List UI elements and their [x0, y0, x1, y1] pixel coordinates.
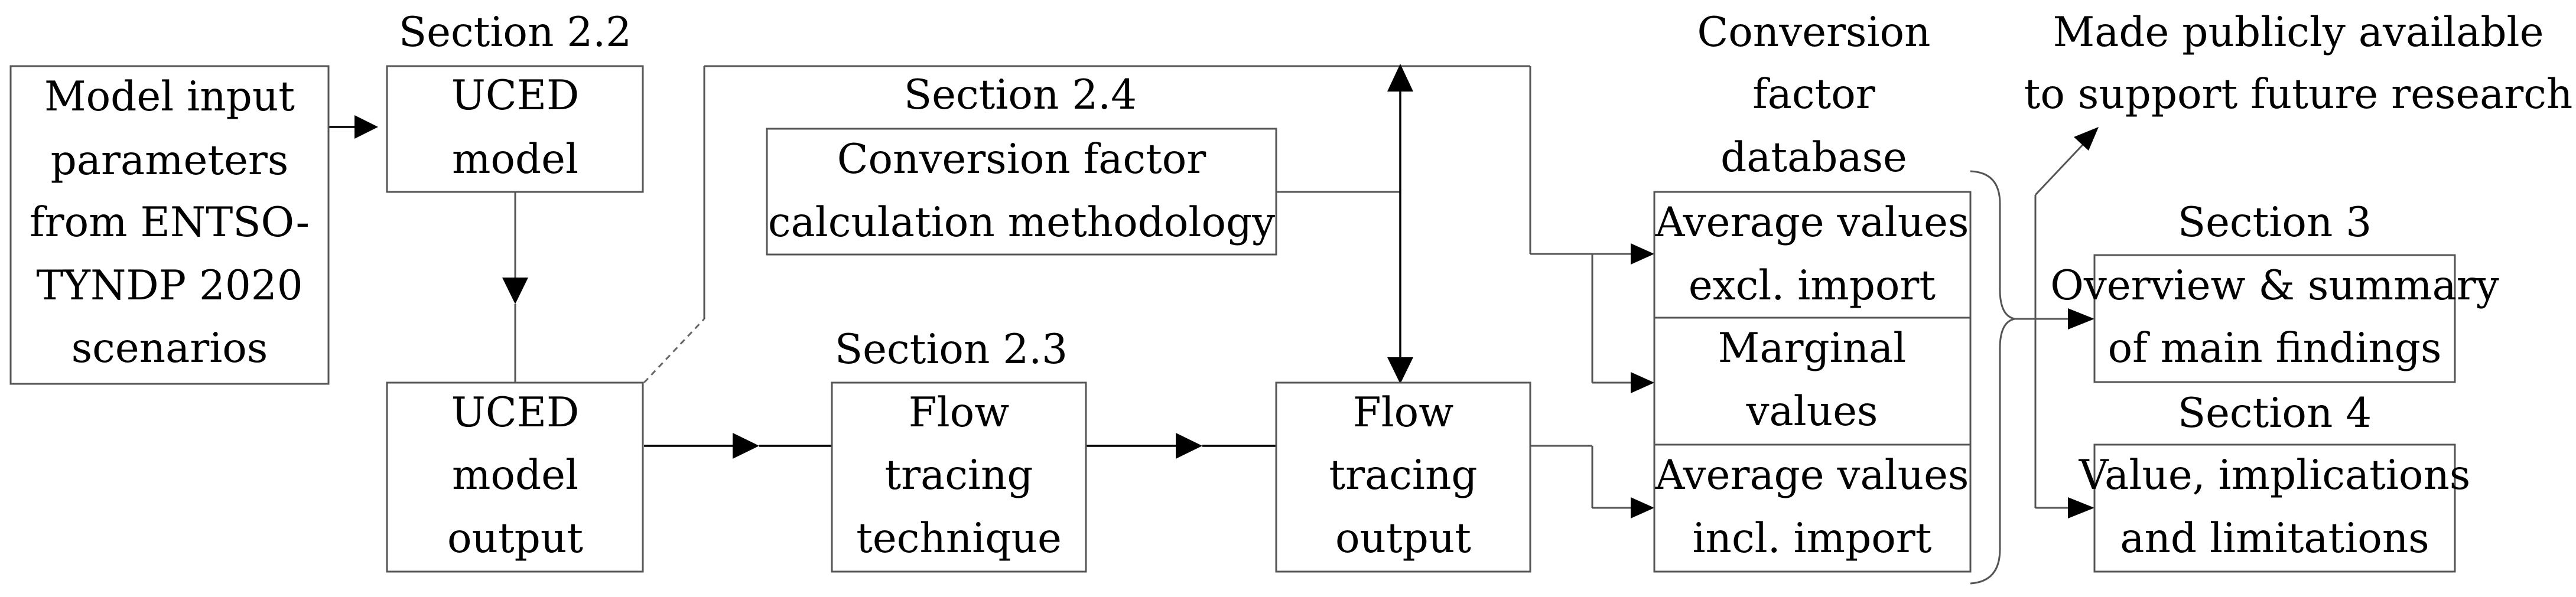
box-line: Average values	[1655, 452, 1969, 499]
arrow-head	[354, 115, 378, 139]
published-note-line: to support future research	[2024, 71, 2573, 118]
section-4-label: Section 4	[2178, 390, 2372, 437]
box-line: parameters	[51, 137, 289, 184]
cf-method-box: Conversion factor calculation methodolog…	[766, 128, 1277, 256]
box-line: values	[1746, 388, 1878, 435]
box-line: and limitations	[2120, 515, 2429, 562]
box-line: TYNDP 2020	[36, 262, 303, 309]
value-implications-box: Value, implications and limitations	[2079, 443, 2471, 573]
arrow-head	[1631, 243, 1654, 265]
box-line: from ENTSO-	[30, 199, 310, 246]
section-3-label: Section 3	[2178, 199, 2372, 246]
box-line: Overview & summary	[2050, 262, 2499, 309]
section-2-4-label: Section 2.4	[904, 71, 1137, 119]
box-line: Model input	[44, 73, 295, 120]
box-line: technique	[856, 515, 1062, 562]
box-line: output	[447, 515, 583, 562]
box-line: Value, implications	[2079, 452, 2471, 499]
box-line: Marginal	[1718, 325, 1907, 372]
arrow-head	[733, 433, 759, 459]
box-line: excl. import	[1689, 262, 1936, 309]
database-title: Conversion factor database	[1697, 9, 1930, 181]
arrow-head	[1631, 497, 1654, 518]
arrow-head	[2068, 497, 2094, 518]
model-input-box: Model input parameters from ENTSO- TYNDP…	[9, 65, 330, 385]
box-line: Flow	[909, 389, 1010, 436]
published-note: Made publicly available to support futur…	[2024, 9, 2573, 118]
section-2-3-label: Section 2.3	[835, 326, 1068, 373]
box-line: model	[452, 452, 578, 499]
arrow-head	[1387, 357, 1413, 384]
uced-output-box: UCED model output	[386, 381, 644, 573]
box-line: Average values	[1655, 199, 1969, 246]
box-line: tracing	[1329, 452, 1477, 499]
box-line: Conversion factor	[837, 136, 1206, 183]
database-title-line: factor	[1752, 71, 1875, 118]
flow-technique-box: Flow tracing technique	[831, 381, 1087, 573]
flow-output-box: Flow tracing output	[1275, 381, 1531, 573]
box-line: incl. import	[1692, 515, 1931, 562]
box-line: model	[452, 136, 578, 183]
arrow-head	[2068, 308, 2094, 330]
box-line: output	[1335, 515, 1471, 562]
uced-model-box: UCED model	[386, 65, 644, 193]
arrow-head	[2074, 127, 2099, 151]
arrow-head	[502, 278, 528, 304]
arrow-head	[1631, 372, 1654, 393]
box-line: UCED	[451, 72, 580, 119]
box-line: UCED	[451, 389, 580, 436]
database-title-line: Conversion	[1697, 9, 1930, 56]
section-2-2-label: Section 2.2	[399, 9, 632, 56]
overview-box: Overview & summary of main findings	[2050, 254, 2499, 383]
connectors	[328, 64, 2099, 585]
arrow-head	[1176, 433, 1202, 459]
database-marginal-box: Marginal values	[1653, 317, 1972, 446]
database-title-line: database	[1720, 134, 1907, 181]
database-avg-incl-box: Average values incl. import	[1653, 443, 1972, 573]
published-note-line: Made publicly available	[2053, 9, 2544, 56]
database-avg-excl-box: Average values excl. import	[1653, 191, 1972, 319]
box-line: Flow	[1353, 389, 1454, 436]
box-line: calculation methodology	[768, 199, 1275, 246]
box-line: of main findings	[2108, 325, 2442, 372]
box-line: scenarios	[71, 325, 268, 372]
box-line: tracing	[884, 452, 1033, 499]
arrow-head	[1387, 64, 1413, 92]
